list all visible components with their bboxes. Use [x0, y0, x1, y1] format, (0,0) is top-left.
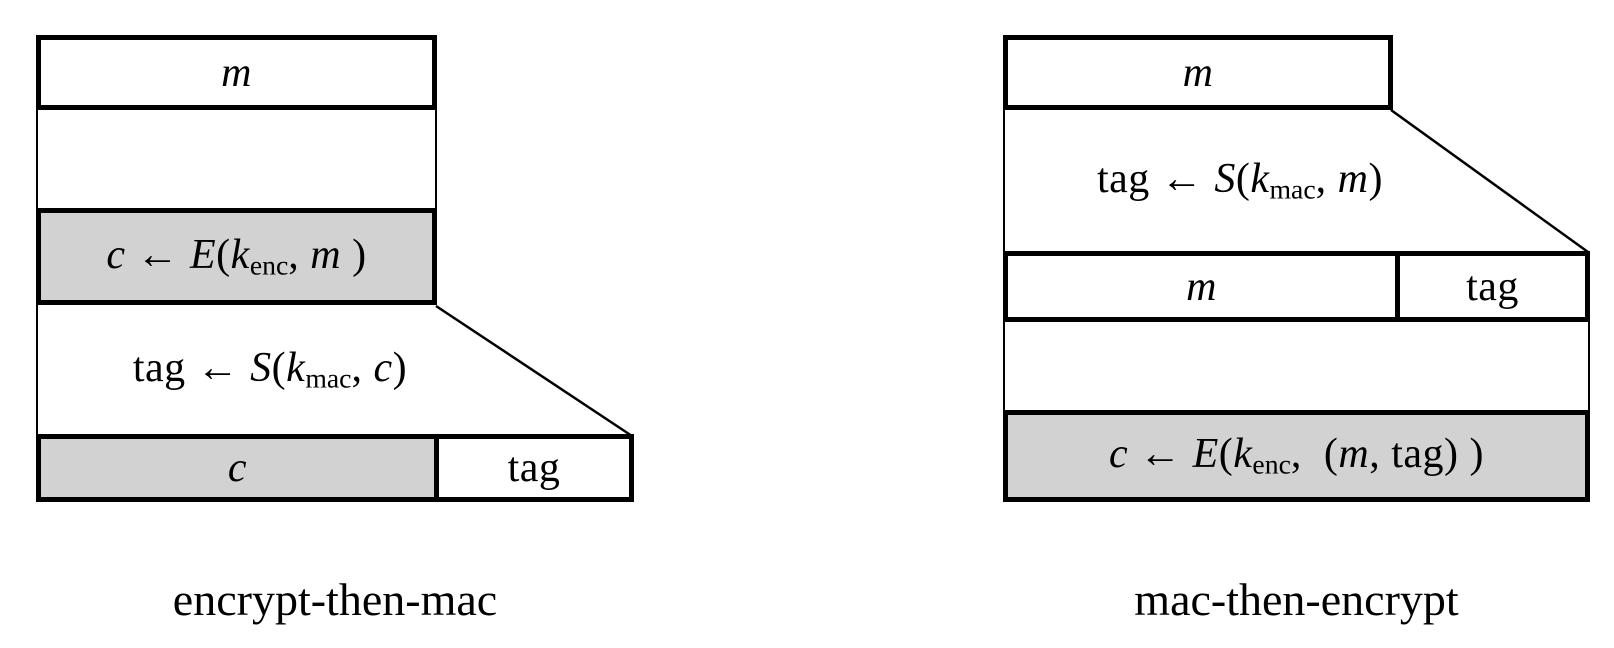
etm-output-cipher-box: c	[36, 434, 439, 502]
etm-gap-region	[36, 110, 437, 208]
etm-output-tag-box: tag	[434, 434, 634, 502]
mte-tag-region	[1003, 110, 1393, 251]
etm-output-tag-label: tag	[507, 445, 561, 491]
mte-message-box: m	[1003, 35, 1393, 110]
etm-message-label: m	[221, 49, 252, 96]
mte-tag-formula: tag ← S(kmac, m)	[1097, 155, 1383, 205]
etm-encrypt-box: c ← E(kenc, m )	[36, 208, 437, 305]
mte-encrypt-box: c ← E(kenc, (m, tag) )	[1003, 410, 1590, 502]
mte-encrypt-formula: c ← E(kenc, (m, tag) )	[1108, 431, 1485, 480]
mte-mid-tag-box: tag	[1395, 251, 1590, 322]
mte-message-label: m	[1182, 49, 1214, 96]
etm-tag-formula: tag ← S(kmac, c)	[132, 344, 408, 394]
etm-output-cipher-label: c	[227, 445, 248, 491]
mte-mid-tag-label: tag	[1466, 263, 1519, 310]
mte-mid-message-label: m	[1186, 263, 1217, 310]
etm-tag-formula-wrap: tag ← S(kmac, c)	[40, 305, 500, 434]
mte-tag-formula-wrap: tag ← S(kmac, m)	[1003, 110, 1477, 251]
etm-message-box: m	[36, 35, 437, 110]
etm-encrypt-formula: c ← E(kenc, m )	[106, 231, 367, 281]
etm-tag-region	[36, 305, 437, 434]
mte-mid-message-box: m	[1003, 251, 1400, 322]
mte-gap-region	[1003, 322, 1590, 410]
mte-caption: mac-then-encrypt	[1134, 574, 1459, 625]
etm-caption: encrypt-then-mac	[172, 574, 498, 625]
